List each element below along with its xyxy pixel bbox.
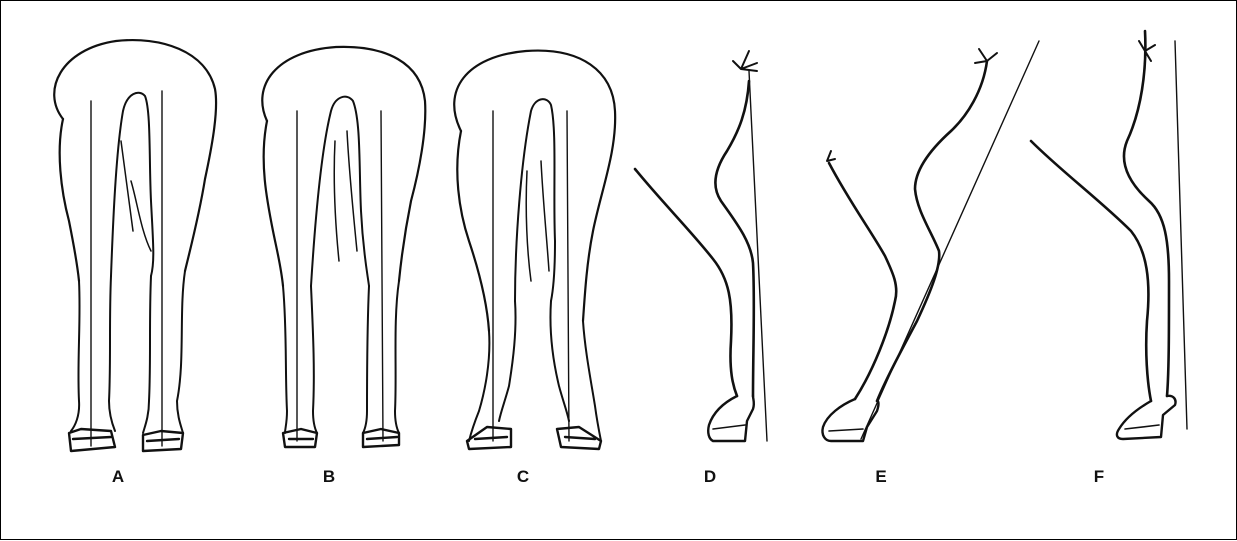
- drawing-c-rear-view-cow-hocked: [454, 51, 615, 449]
- label-a: A: [98, 467, 138, 487]
- label-d: D: [690, 467, 730, 487]
- label-e: E: [861, 467, 901, 487]
- label-f: F: [1079, 467, 1119, 487]
- drawing-f-side-view-straight: [1031, 31, 1187, 439]
- drawing-d-side-view-normal: [635, 51, 767, 441]
- drawing-a-rear-view-normal: [54, 40, 216, 451]
- label-b: B: [309, 467, 349, 487]
- label-c: C: [503, 467, 543, 487]
- drawing-e-side-view-sickle-hocked: [822, 41, 1039, 441]
- drawing-b-rear-view-base-narrow: [262, 47, 425, 447]
